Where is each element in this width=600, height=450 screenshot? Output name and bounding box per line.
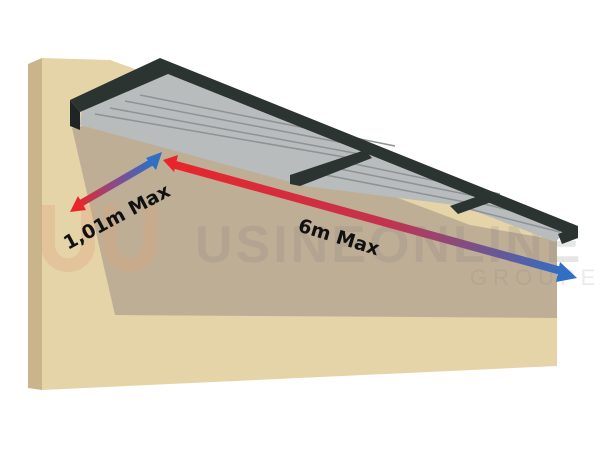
slat-lines [94,94,566,233]
depth-arrow [70,152,162,212]
awning [70,58,578,244]
awning-shadow [72,110,557,318]
bracket-end [558,226,578,244]
watermark-sub: GROUPE [470,265,600,290]
bracket-mid [290,150,372,186]
bracket-right [450,192,497,214]
arrow-head-start-icon [163,155,178,172]
arrow-head-left-icon [70,196,86,212]
arrow-head-up-icon [146,152,162,170]
awning-front-bar [70,100,80,130]
arrow-head-end-icon [556,262,577,282]
length-arrow [163,155,577,282]
awning-slats [80,72,570,242]
watermark-logo-icon [41,205,157,272]
wall-side [28,58,42,390]
